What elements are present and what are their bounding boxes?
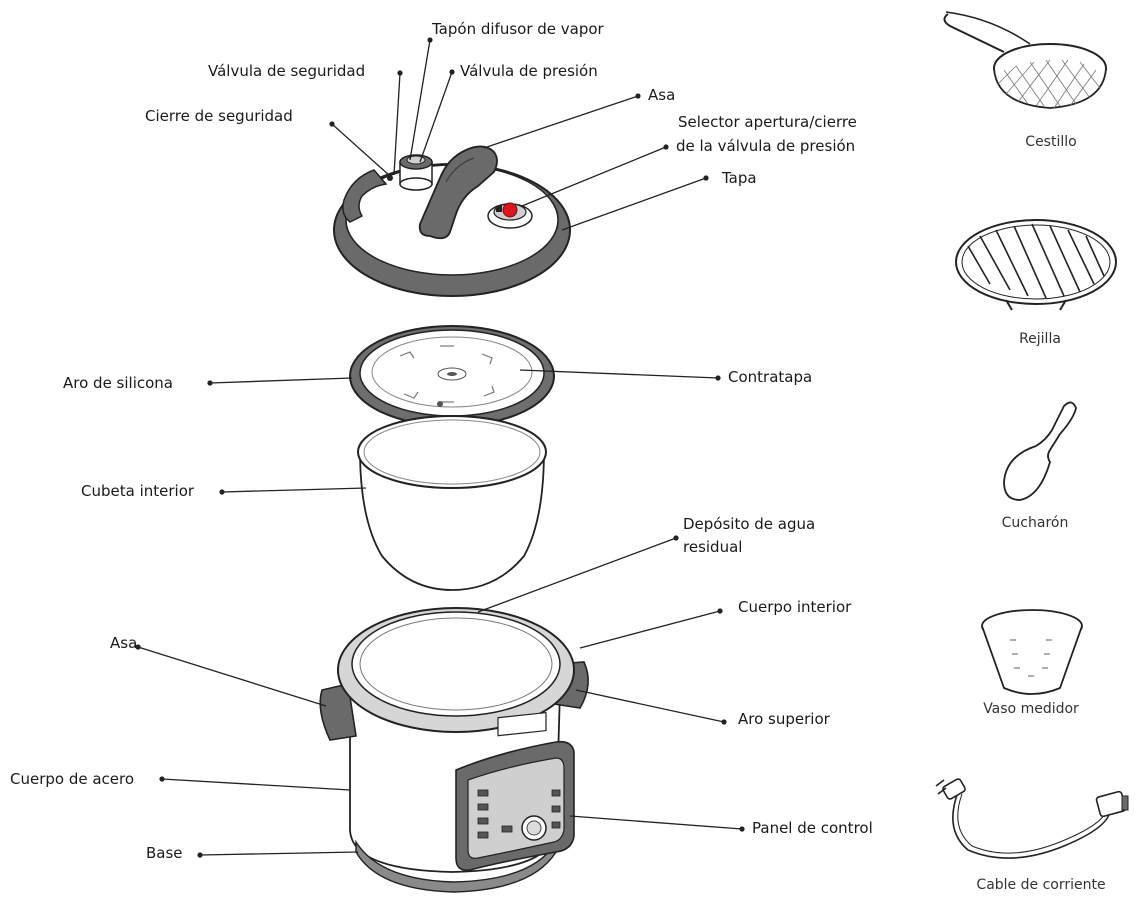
label-safety-valve: Válvula de seguridad [208,62,366,80]
label-pressure-valve: Válvula de presión [460,62,598,80]
measuring-cup-icon [981,609,1083,695]
steam-cap-shape [399,154,433,191]
label-selector-line2: de la válvula de presión [676,137,856,155]
inner-lid [349,325,555,427]
label-control-panel: Panel de control [752,819,873,837]
body-handle-left-shape [319,683,357,741]
leader-lines [137,39,743,856]
lid-handle-shape [418,145,498,240]
label-top-ring: Aro superior [738,710,830,728]
leader-dots [135,37,745,858]
caption-measuring-cup: Vaso medidor [983,701,1079,717]
label-selector-line1: Selector apertura/cierre [678,113,857,131]
label-silicone-ring: Aro de silicona [63,374,174,392]
label-lid-handle: Asa [648,86,676,104]
basket-icon [943,11,1107,109]
caption-rack: Rejilla [1019,331,1061,347]
selector-shape [487,202,533,229]
caption-basket: Cestillo [1025,134,1077,150]
inner-pot [357,415,547,591]
lid [333,145,571,297]
label-safety-lock: Cierre de seguridad [145,107,293,125]
caption-ladle: Cucharón [1001,515,1069,531]
label-steam-cap: Tapón difusor de vapor [432,20,604,38]
label-water-tank-line2: residual [683,538,743,556]
label-inner-lid: Contratapa [728,368,813,386]
power-cable-icon [935,778,1129,859]
cooker-body [319,607,589,893]
label-body-handle: Asa [110,634,138,652]
label-steel-body: Cuerpo de acero [10,770,135,788]
safety-lock-shape [342,169,388,223]
ladle-icon [1003,401,1077,501]
label-inner-body: Cuerpo interior [738,598,852,616]
label-lid: Tapa [722,169,757,187]
caption-power-cable: Cable de corriente [976,877,1106,893]
rack-icon [955,219,1117,311]
control-panel-shape [455,711,575,872]
label-inner-pot: Cubeta interior [81,482,195,500]
label-base: Base [146,844,183,862]
label-water-tank-line1: Depósito de agua [683,515,816,533]
